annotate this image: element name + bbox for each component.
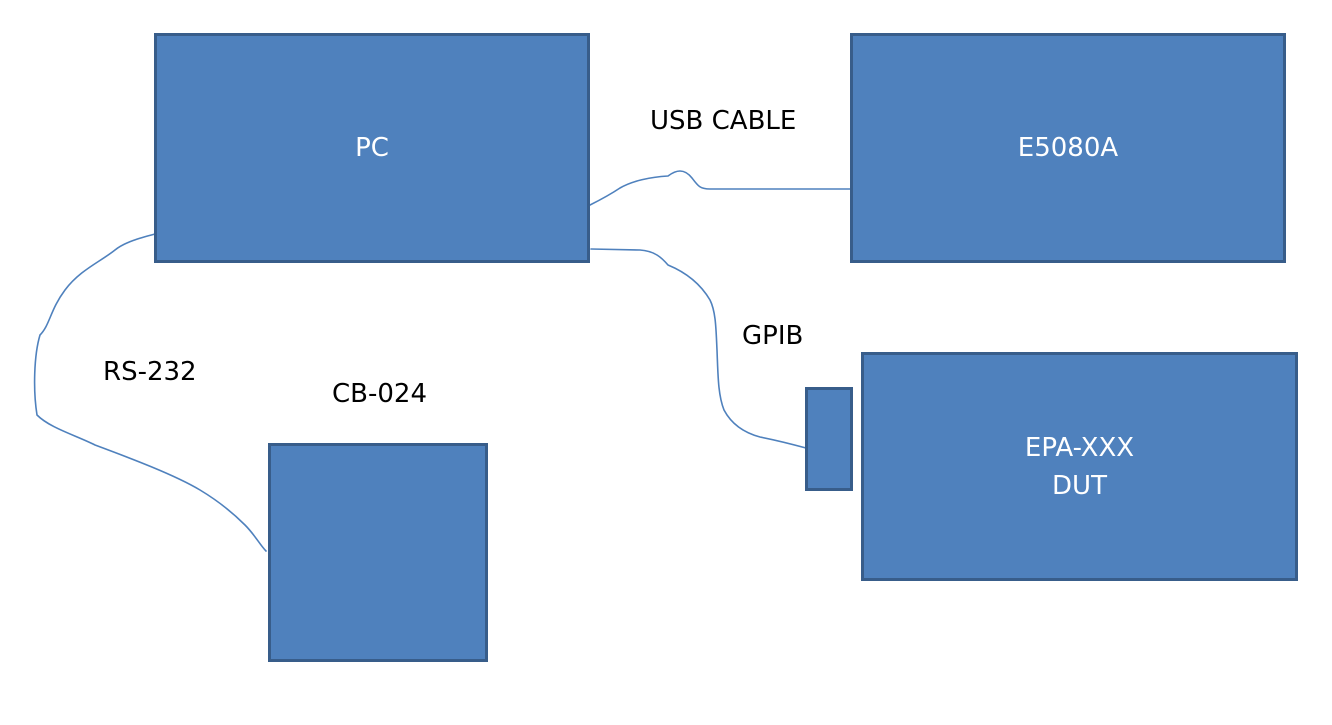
- usb-cable-wire: [589, 170, 852, 206]
- cb024-box[interactable]: [268, 443, 488, 662]
- rs232-cable-wire: [33, 233, 267, 552]
- dut-connector-box[interactable]: [805, 387, 853, 491]
- dut-label-line2: DUT: [1052, 470, 1107, 501]
- cb024-label: CB-024: [332, 379, 427, 409]
- gpib-label: GPIB: [742, 321, 804, 351]
- pc-box[interactable]: PC: [154, 33, 590, 263]
- usb-cable-label: USB CABLE: [650, 106, 797, 136]
- dut-label-line1: EPA-XXX: [1024, 432, 1135, 463]
- pc-label: PC: [355, 133, 389, 163]
- e5080a-label: E5080A: [1017, 133, 1119, 163]
- dut-box[interactable]: EPA-XXX DUT: [861, 352, 1298, 581]
- rs232-label: RS-232: [103, 357, 197, 387]
- e5080a-box[interactable]: E5080A: [850, 33, 1286, 263]
